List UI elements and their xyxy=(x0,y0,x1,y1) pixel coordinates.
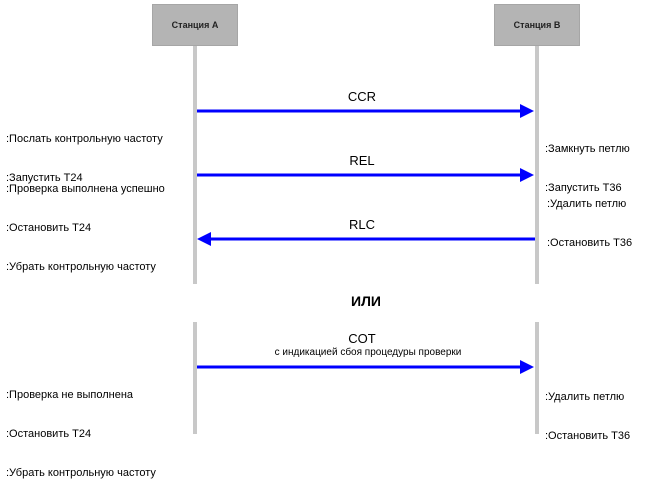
lifeline-a-lower xyxy=(193,322,197,434)
note-left-1: :Послать контрольную частоту :Запустить … xyxy=(6,107,163,198)
lifeline-b-lower xyxy=(535,322,539,434)
note-line: :Замкнуть петлю xyxy=(545,143,630,155)
note-line: :Убрать контрольную частоту xyxy=(6,261,156,273)
note-line: :Запустить T24 xyxy=(6,172,83,184)
note-left-2: :Проверка выполнена успешно :Остановить … xyxy=(6,157,165,287)
note-line: :Остановить Т36 xyxy=(545,430,631,442)
note-line: :Проверка не выполнена xyxy=(6,389,134,401)
note-line: :Остановить T24 xyxy=(6,222,92,234)
station-a-box: Станция А xyxy=(152,4,238,46)
note-right-1: :Замкнуть петлю :Запустить Т36 xyxy=(545,117,630,208)
note-line: :Запустить Т36 xyxy=(545,182,622,194)
note-right-3: :Удалить петлю :Остановить Т36 xyxy=(545,365,630,456)
note-right-2: :Удалить петлю :Остановить Т36 xyxy=(547,172,632,263)
note-line: :Остановить T24 xyxy=(6,428,92,440)
message-label-rel: REL xyxy=(349,153,375,168)
arrow-rlc xyxy=(197,232,535,246)
message-label-rlc: RLC xyxy=(348,217,375,232)
note-line: :Удалить петлю xyxy=(545,391,625,403)
or-separator: ИЛИ xyxy=(351,293,381,309)
note-line: :Удалить петлю xyxy=(547,198,627,210)
arrow-cot xyxy=(197,360,534,374)
station-b-label: Станция В xyxy=(513,20,561,30)
note-line: :Проверка выполнена успешно xyxy=(6,183,165,195)
station-a-label: Станция А xyxy=(171,20,219,30)
message-sublabel-cot: с индикацией сбоя процедуры проверки xyxy=(274,347,462,358)
arrow-ccr xyxy=(197,104,534,118)
lifeline-b-upper xyxy=(535,46,539,284)
message-label-ccr: CCR xyxy=(347,89,377,104)
note-line: :Убрать контрольную частоту xyxy=(6,467,156,479)
note-line: :Остановить Т36 xyxy=(547,237,633,249)
message-label-cot: COT xyxy=(348,331,376,346)
message-arrows xyxy=(197,104,535,374)
station-b-box: Станция В xyxy=(494,4,580,46)
arrow-rel xyxy=(197,168,534,182)
note-left-3: :Проверка не выполнена :Остановить T24 :… xyxy=(6,363,156,493)
note-line: :Послать контрольную частоту xyxy=(6,133,163,145)
lifeline-a-upper xyxy=(193,46,197,284)
